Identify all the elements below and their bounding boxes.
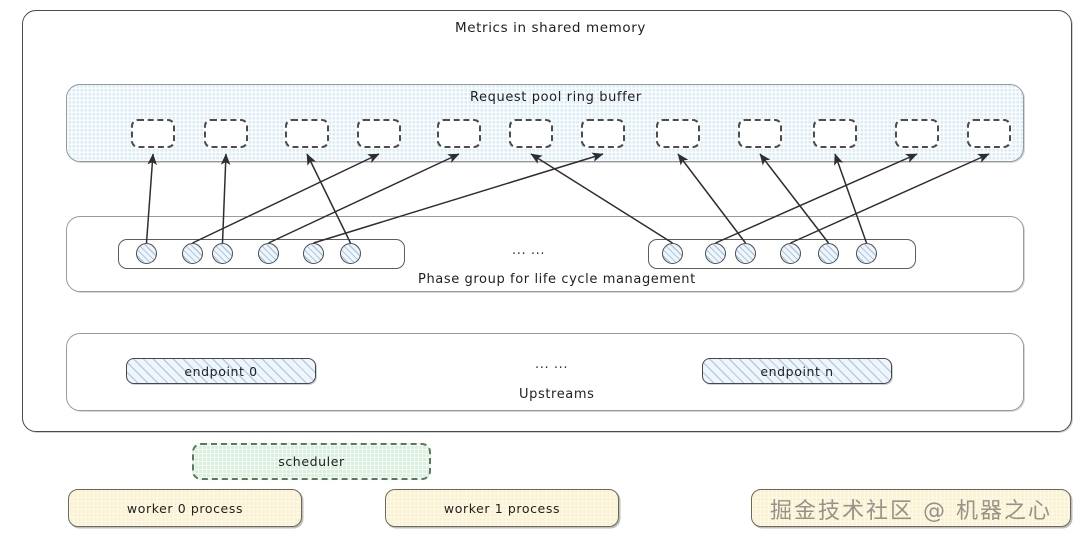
phase-slot-dot: [303, 243, 324, 264]
phase-slot-dot: [818, 243, 839, 264]
shared-memory-container: [22, 10, 1072, 432]
worker-process-box[interactable]: worker 0 process: [68, 489, 302, 527]
ring-buffer-cell: [357, 119, 401, 148]
worker-process-box[interactable]: [751, 489, 1071, 527]
ring-buffer-cell: [581, 119, 625, 148]
ring-buffer-cell: [204, 119, 248, 148]
phase-group-ellipsis: ... ...: [512, 243, 546, 258]
phase-slot-dot: [340, 243, 361, 264]
worker-process-box[interactable]: worker 1 process: [385, 489, 619, 527]
phase-slot-dot: [856, 243, 877, 264]
ring-buffer-cell: [738, 119, 782, 148]
upstreams-title: Upstreams: [519, 387, 595, 402]
ring-buffer-title: Request pool ring buffer: [470, 90, 642, 105]
phase-slot-dot: [258, 243, 279, 264]
ring-buffer-cell: [813, 119, 857, 148]
request-pool-ring-buffer: [66, 84, 1024, 162]
phase-group-title: Phase group for life cycle management: [418, 272, 696, 287]
endpoint-box[interactable]: endpoint n: [702, 358, 892, 384]
ring-buffer-cell: [656, 119, 700, 148]
ring-buffer-cell: [967, 119, 1011, 148]
phase-slot-dot: [182, 243, 203, 264]
shared-memory-title: Metrics in shared memory: [455, 20, 646, 36]
phase-slot-dot: [735, 243, 756, 264]
phase-slot-dot: [705, 243, 726, 264]
ring-buffer-cell: [895, 119, 939, 148]
upstreams-ellipsis: ... ...: [535, 357, 569, 372]
phase-slot-dot: [662, 243, 683, 264]
ring-buffer-cell: [509, 119, 553, 148]
ring-buffer-cell: [131, 119, 175, 148]
phase-slot-dot: [212, 243, 233, 264]
scheduler-box[interactable]: scheduler: [192, 443, 431, 480]
ring-buffer-cell: [285, 119, 329, 148]
phase-slot-dot: [780, 243, 801, 264]
endpoint-box[interactable]: endpoint 0: [126, 358, 316, 384]
ring-buffer-cell: [437, 119, 481, 148]
phase-slot-dot: [136, 243, 157, 264]
